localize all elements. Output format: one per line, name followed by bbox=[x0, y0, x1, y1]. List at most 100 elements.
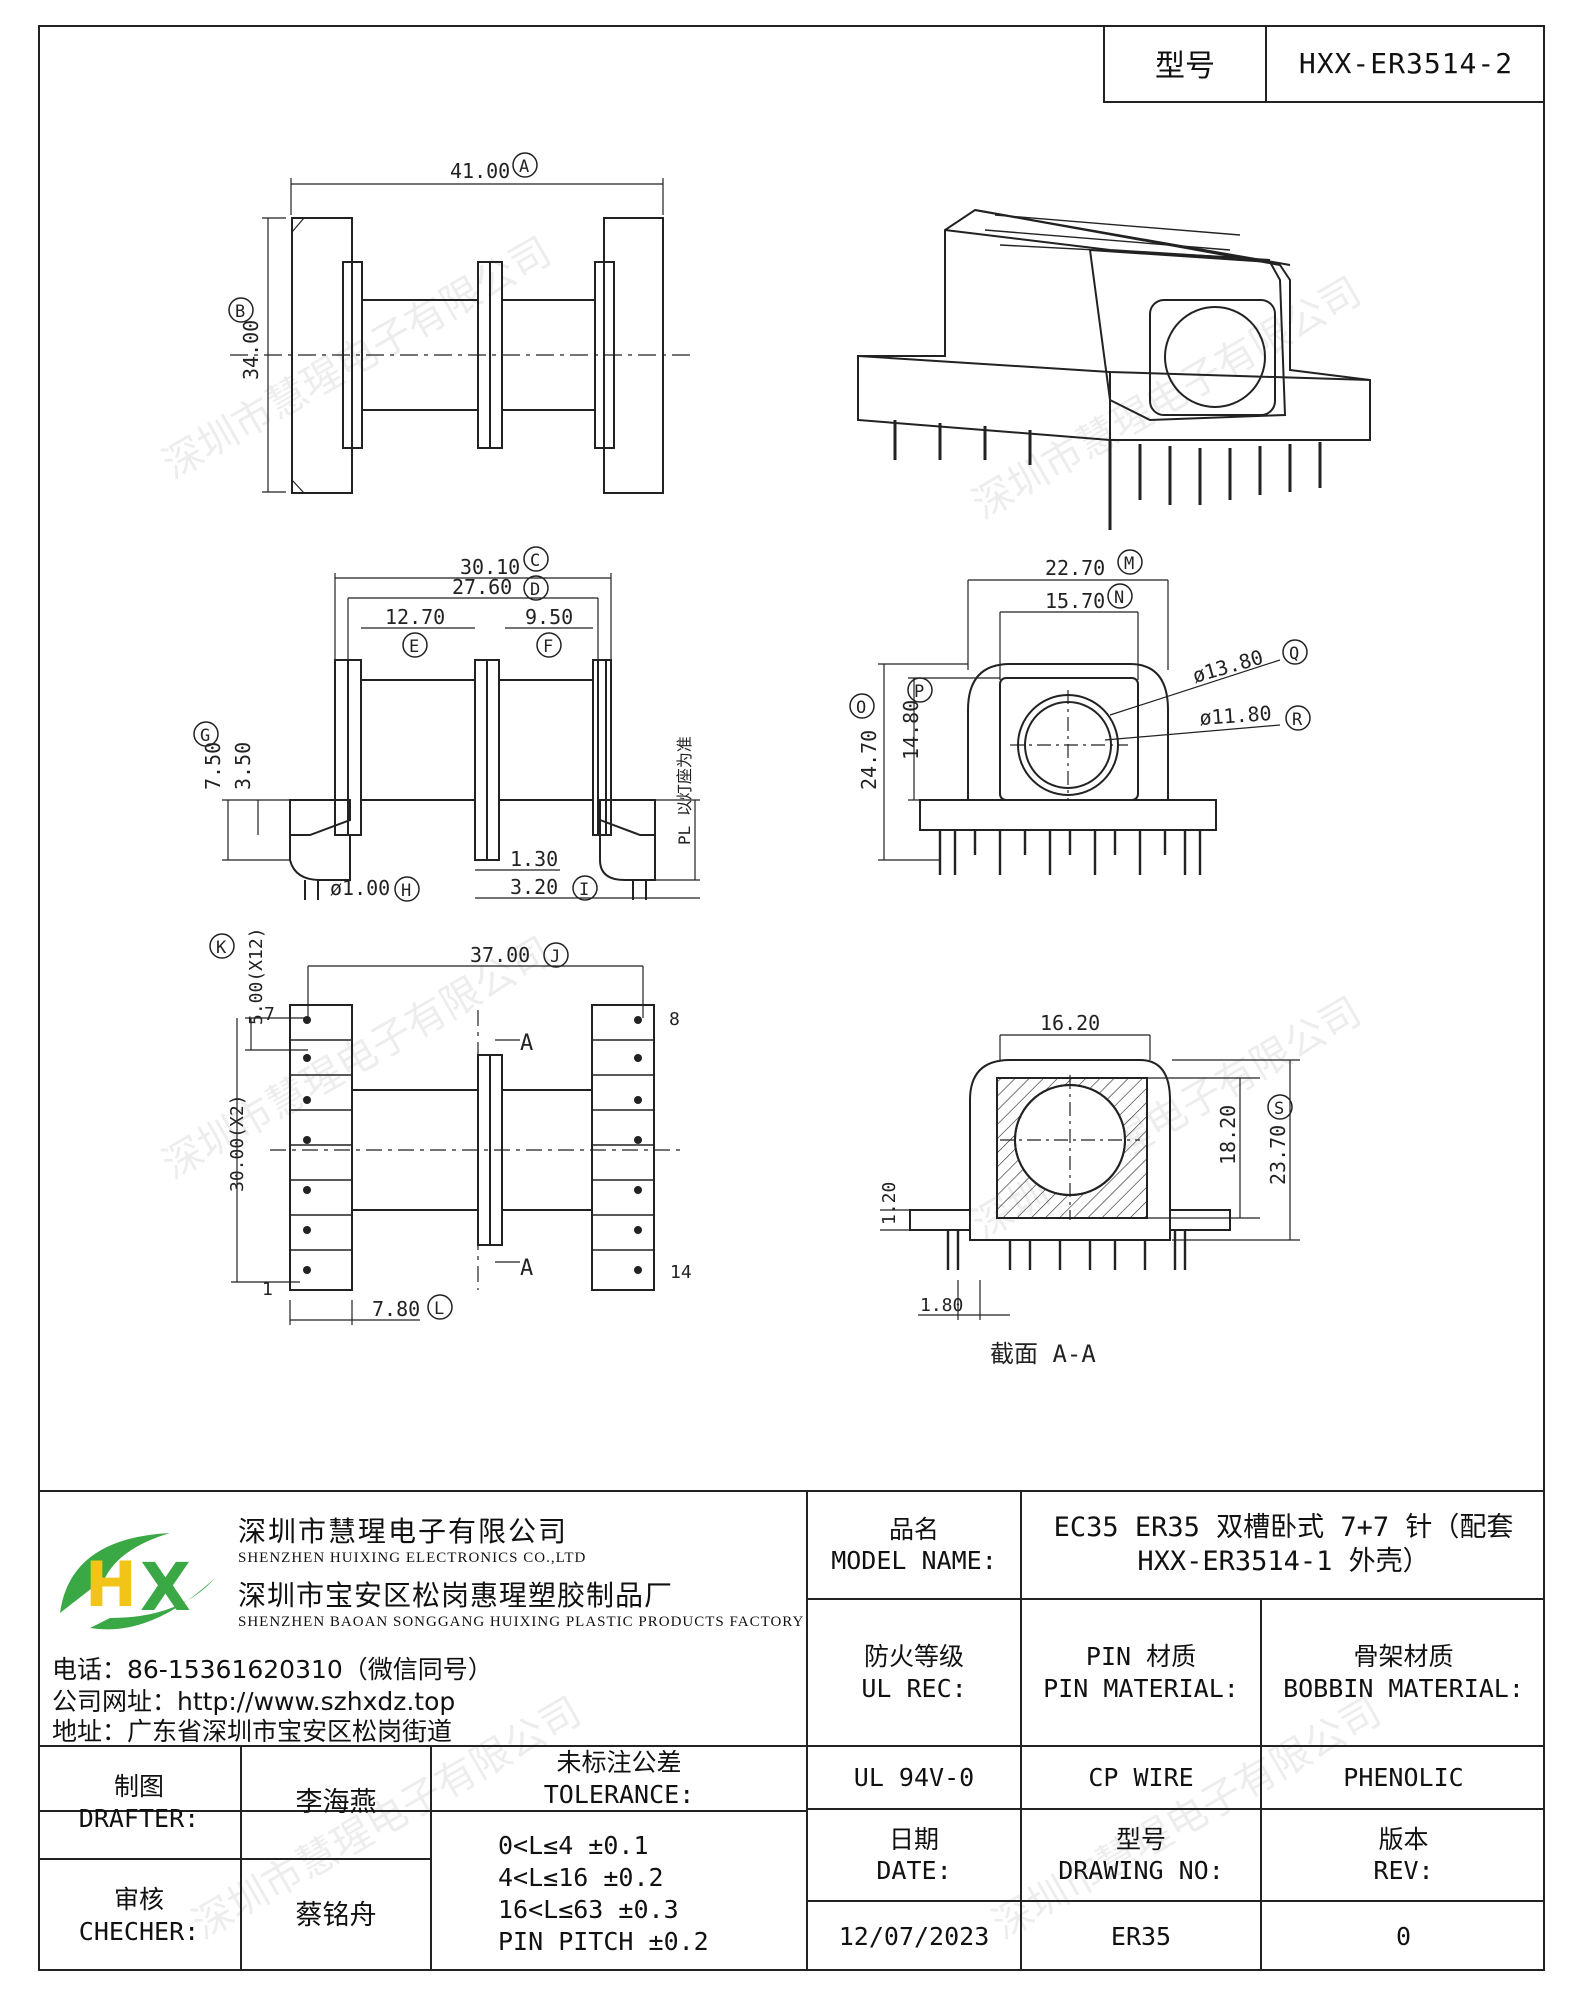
svg-text:C: C bbox=[530, 551, 540, 571]
section-view: 16.20 18.20 23.70 S 1.20 1.80 截面 A-A bbox=[879, 1011, 1300, 1368]
svg-text:A: A bbox=[519, 157, 529, 177]
drafter-header: 制图 DRAFTER: bbox=[38, 1747, 240, 1858]
svg-text:G: G bbox=[200, 726, 210, 746]
section-A-top: A bbox=[520, 1031, 533, 1056]
dim-K: 5.00(X12) bbox=[246, 927, 267, 1025]
svg-text:R: R bbox=[1292, 710, 1303, 730]
dim-1-30: 1.30 bbox=[510, 847, 558, 871]
model-name-line2: HXX-ER3514-1 外壳） bbox=[1137, 1546, 1430, 1577]
dim-N: 15.70 bbox=[1045, 589, 1105, 613]
drafter-en: DRAFTER: bbox=[78, 1803, 200, 1833]
title-block: H X 深圳市慧瑆电子有限公司 SHENZHEN HUIXING ELECTRO… bbox=[38, 1490, 1545, 1971]
factory-name-en: SHENZHEN BAOAN SONGGANG HUIXING PLASTIC … bbox=[238, 1614, 805, 1630]
isometric-view bbox=[857, 208, 1371, 530]
drafter-cn: 制图 bbox=[113, 1772, 164, 1802]
tolerance-header: 未标注公差 TOLERANCE: bbox=[432, 1747, 806, 1810]
model-name-value: EC35 ER35 双槽卧式 7+7 针（配套 HXX-ER3514-1 外壳） bbox=[1022, 1492, 1545, 1598]
checker-header: 审核 CHECHER: bbox=[38, 1860, 240, 1971]
model-label: 型号 bbox=[1105, 25, 1267, 101]
dim-s4: 1.20 bbox=[879, 1182, 900, 1225]
dim-H: 3.50 bbox=[231, 742, 255, 790]
pin-material-header: PIN 材质 PIN MATERIAL: bbox=[1022, 1600, 1260, 1745]
svg-text:F: F bbox=[543, 637, 553, 657]
date-cn: 日期 bbox=[888, 1824, 939, 1854]
bobbin-en: BOBBIN MATERIAL: bbox=[1283, 1673, 1524, 1703]
dim-O: 24.70 bbox=[857, 730, 881, 790]
drawing-en: DRAWING NO: bbox=[1058, 1856, 1224, 1885]
bobbin-material-header: 骨架材质 BOBBIN MATERIAL: bbox=[1262, 1600, 1545, 1745]
company-name-en: SHENZHEN HUIXING ELECTRONICS CO.,LTD bbox=[238, 1550, 587, 1566]
dim-pin-dia: ø1.00 bbox=[330, 876, 390, 900]
dim-L: 7.80 bbox=[372, 1297, 420, 1321]
dim-R: ø11.80 bbox=[1199, 701, 1273, 730]
section-A-bottom: A bbox=[520, 1256, 533, 1281]
pin-value: CP WIRE bbox=[1088, 1762, 1194, 1792]
date-value: 12/07/2023 bbox=[838, 1921, 990, 1951]
technical-drawing: 41.00 A 34.00 B bbox=[193, 152, 1371, 1368]
drawing-no-value: ER35 bbox=[1110, 1921, 1172, 1951]
pl-note: PL 以灯座为准 bbox=[675, 736, 694, 845]
dim-M: 22.70 bbox=[1045, 556, 1105, 580]
pin-14-label: 14 bbox=[670, 1262, 692, 1283]
dim-J: 37.00 bbox=[470, 943, 530, 967]
dim-P: 14.80 bbox=[899, 700, 923, 760]
company-website[interactable]: 公司网址：http://www.szhxdz.top bbox=[52, 1687, 456, 1716]
dim-s1: 16.20 bbox=[1040, 1011, 1100, 1035]
svg-text:K: K bbox=[216, 938, 227, 958]
tol-en: TOLERANCE: bbox=[543, 1779, 695, 1809]
svg-text:D: D bbox=[530, 580, 540, 600]
svg-text:O: O bbox=[856, 698, 866, 718]
dim-E: 12.70 bbox=[385, 605, 445, 629]
drawing-no-header: 型号 DRAWING NO: bbox=[1022, 1810, 1260, 1900]
svg-text:Q: Q bbox=[1289, 644, 1299, 664]
model-name-en: MODEL NAME: bbox=[831, 1546, 997, 1575]
company-phone: 电话：86-15361620310（微信同号） bbox=[52, 1655, 493, 1684]
svg-text:E: E bbox=[409, 637, 419, 657]
pin-8-label: 8 bbox=[669, 1009, 680, 1030]
section-label: 截面 A-A bbox=[990, 1340, 1096, 1368]
tol-line-3: 16<L≤63 ±0.3 bbox=[498, 1895, 679, 1924]
tol-line-4: PIN PITCH ±0.2 bbox=[498, 1927, 709, 1956]
dim-D: 27.60 bbox=[452, 575, 512, 599]
checker-en: CHECHER: bbox=[78, 1916, 200, 1946]
svg-text:H: H bbox=[401, 881, 411, 901]
rev-en: REV: bbox=[1373, 1856, 1434, 1885]
bottom-view: 37.00 J 5.00(X12) K 30.00(X2) 7 8 1 14 A… bbox=[209, 927, 692, 1325]
svg-text:I: I bbox=[579, 880, 589, 900]
svg-text:J: J bbox=[550, 947, 560, 967]
company-info: H X 深圳市慧瑆电子有限公司 SHENZHEN HUIXING ELECTRO… bbox=[38, 1490, 808, 1750]
rev-cn: 版本 bbox=[1378, 1824, 1429, 1854]
model-name-header: 品名 MODEL NAME: bbox=[808, 1492, 1020, 1598]
model-name-cn: 品名 bbox=[888, 1514, 939, 1544]
dim-B: 34.00 bbox=[239, 320, 263, 380]
svg-text:N: N bbox=[1114, 588, 1124, 608]
checker-cn: 审核 bbox=[113, 1885, 164, 1915]
pin-7-label: 7 bbox=[264, 1004, 275, 1025]
model-number-box: 型号 HXX-ER3514-2 bbox=[1103, 25, 1545, 103]
date-en: DATE: bbox=[876, 1856, 952, 1885]
rev-header: 版本 REV: bbox=[1262, 1810, 1545, 1900]
bobbin-cn: 骨架材质 bbox=[1353, 1642, 1454, 1672]
checker-value: 蔡铭舟 bbox=[295, 1899, 377, 1931]
fire-value: UL 94V-0 bbox=[853, 1762, 975, 1792]
rev-value: 0 bbox=[1395, 1921, 1412, 1951]
svg-text:B: B bbox=[235, 302, 245, 322]
pin-1-label: 1 bbox=[262, 1279, 273, 1300]
tol-cn: 未标注公差 bbox=[556, 1748, 682, 1778]
dim-G: 7.50 bbox=[201, 742, 225, 790]
top-view: 41.00 A 34.00 B bbox=[228, 152, 690, 494]
dim-s3: 23.70 bbox=[1266, 1125, 1290, 1185]
pin-en: PIN MATERIAL: bbox=[1043, 1673, 1239, 1703]
drawing-frame bbox=[38, 25, 1545, 1971]
company-address: 地址：广东省深圳市宝安区松岗街道 bbox=[52, 1717, 453, 1746]
side-view: 30.10 C 27.60 D 12.70 E 9.50 F 7.50 3.50 bbox=[193, 546, 700, 902]
dim-C: 30.10 bbox=[460, 555, 520, 579]
fire-rating-header: 防火等级 UL REC: bbox=[808, 1600, 1020, 1745]
dim-s2: 18.20 bbox=[1216, 1105, 1240, 1165]
pin-cn: PIN 材质 bbox=[1085, 1642, 1197, 1672]
tol-line-1: 0<L≤4 ±0.1 bbox=[498, 1831, 649, 1860]
fire-cn: 防火等级 bbox=[863, 1642, 964, 1672]
fire-en: UL REC: bbox=[861, 1673, 967, 1703]
model-name-line1: EC35 ER35 双槽卧式 7+7 针（配套 bbox=[1053, 1512, 1514, 1544]
tol-line-2: 4<L≤16 ±0.2 bbox=[498, 1863, 664, 1892]
